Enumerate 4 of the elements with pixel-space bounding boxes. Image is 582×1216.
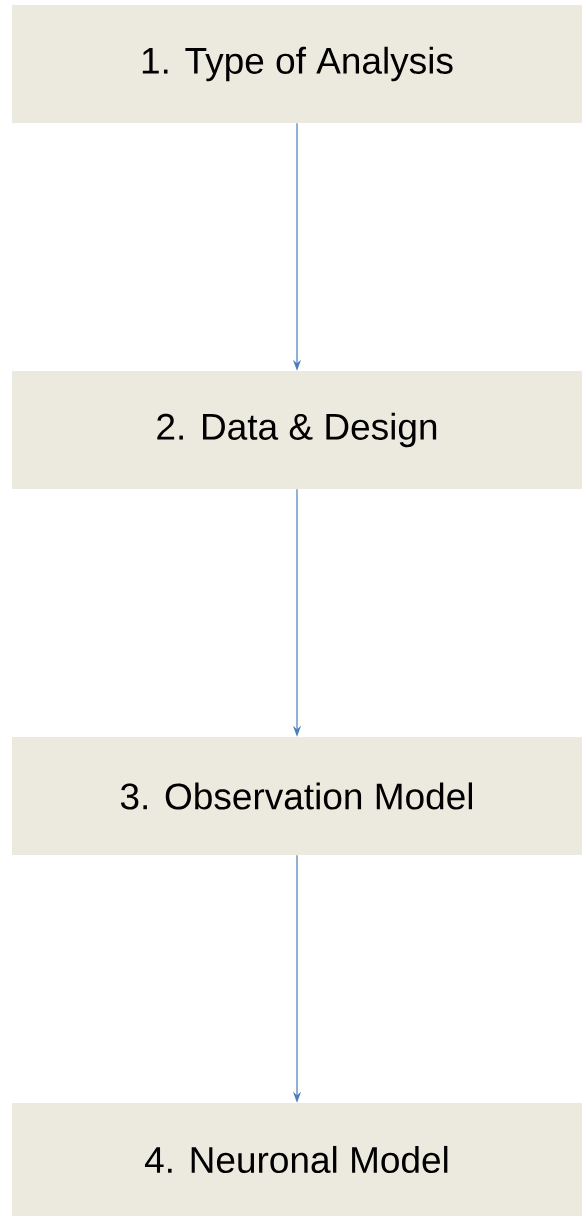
process-box: 2. Data & Design [12,371,582,489]
process-box: 4. Neuronal Model [12,1103,582,1216]
process-box: 3. Observation Model [12,737,582,855]
process-box: 1. Type of Analysis [12,5,582,123]
